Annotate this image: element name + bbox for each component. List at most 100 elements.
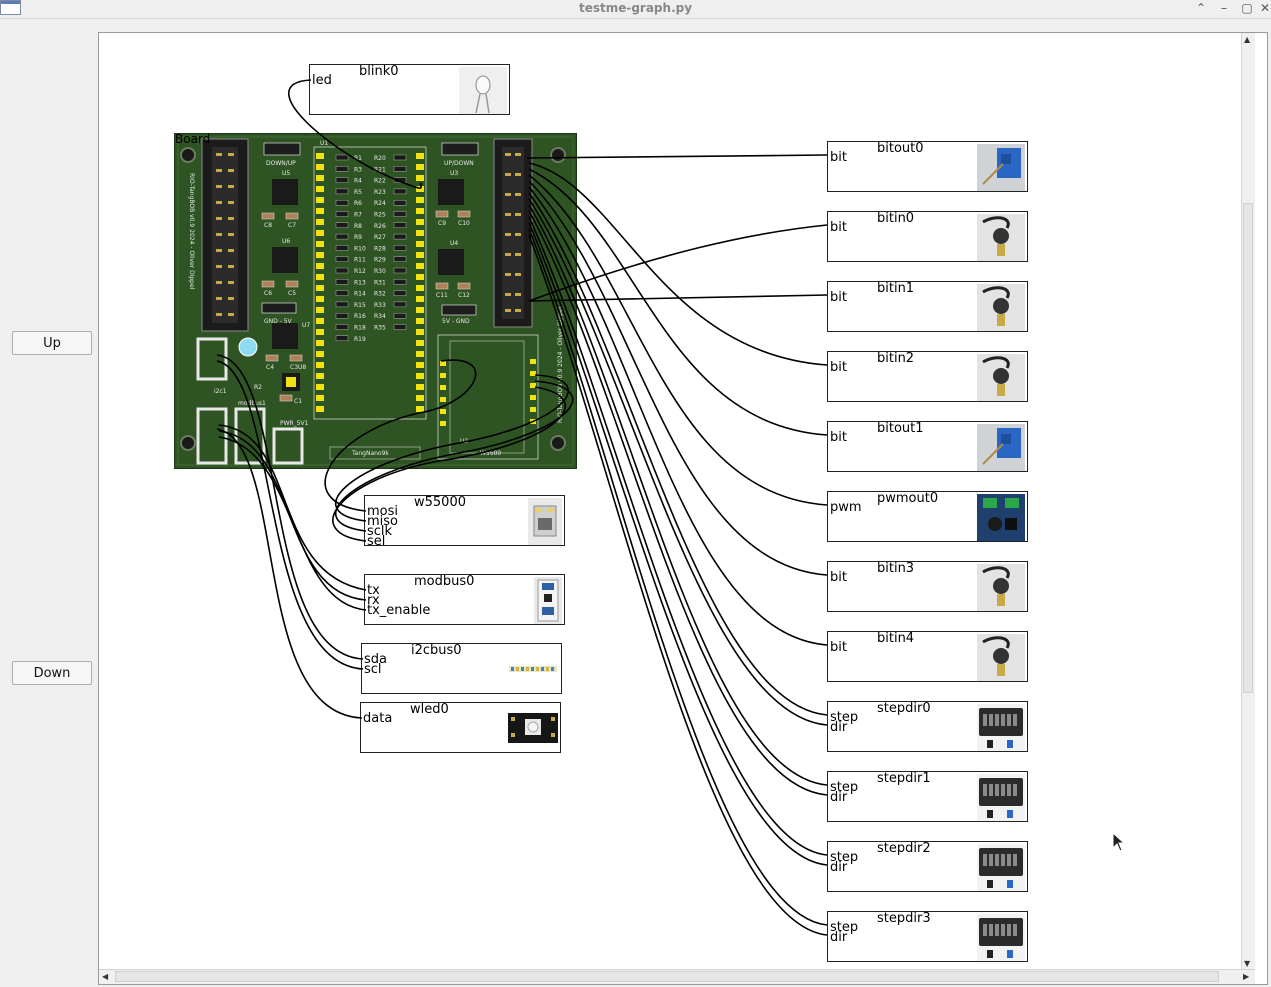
node-title: stepdir0 [877,701,931,716]
scroll-up-arrow-icon[interactable]: ▲ [1244,35,1251,44]
horizontal-scrollbar[interactable]: ◀ ▶ [99,969,1255,984]
horizontal-scroll-thumb[interactable] [115,971,1219,982]
port-scl[interactable]: scl [364,662,382,677]
silk-resistor: R10 [354,245,366,252]
silk-resistor: R12 [354,268,366,275]
port-bit[interactable]: bit [830,220,847,235]
maximize-icon[interactable]: ▢ [1241,1,1253,15]
port-dir[interactable]: dir [830,790,848,805]
silk-resistor: R1 [354,155,362,162]
port-dir[interactable]: dir [830,860,848,875]
node-title: bitin1 [877,281,915,296]
port-data[interactable]: data [363,711,393,726]
silk-resistor: R31 [374,279,386,286]
silk-u1: U1 [320,140,328,147]
mouse-cursor-icon [1112,832,1126,852]
silk-u4: U4 [450,240,458,247]
silk-i2c1: i2c1 [214,388,227,395]
node-title: bitout0 [877,141,924,156]
port-bit[interactable]: bit [830,150,847,165]
down-button[interactable]: Down [12,661,92,685]
sensor-icon [977,354,1025,401]
up-button[interactable]: Up [12,331,92,355]
rs485-module-icon [534,577,562,624]
node-bitin3[interactable]: bitin3 bit [827,561,1028,612]
port-tx-enable[interactable]: tx_enable [367,603,431,618]
port-step[interactable]: step [830,710,859,725]
port-bit[interactable]: bit [830,640,847,655]
port-led[interactable]: led [312,73,332,88]
silk-c11: C11 [436,292,448,299]
scroll-right-arrow-icon[interactable]: ▶ [1243,972,1250,981]
node-wled0[interactable]: wled0 data [360,702,561,753]
stepper-driver-icon [977,774,1025,821]
silk-c7: C7 [288,222,296,229]
silk-u2: U2 [460,438,468,445]
silk-resistor: R4 [354,178,362,185]
relay-icon [977,144,1025,191]
sensor-icon [977,564,1025,611]
node-title: bitin3 [877,561,915,576]
silk-resistor: R27 [374,234,386,241]
scroll-down-arrow-icon[interactable]: ▼ [1244,959,1251,968]
ethernet-jack-icon [528,498,562,545]
port-dir[interactable]: dir [830,720,848,735]
silk-resistor: R33 [374,302,386,309]
silk-c9: C9 [438,220,446,227]
port-step[interactable]: step [830,920,859,935]
silk-resistor: R24 [374,200,386,207]
port-bit[interactable]: bit [830,360,847,375]
node-w55000[interactable]: w55000 mosi miso sclk sel [364,495,565,549]
silk-resistor: R34 [374,313,386,320]
node-bitout0[interactable]: bitout0 bit [827,141,1028,192]
silk-tangnano: TangNano9k [351,450,389,457]
node-bitin1[interactable]: bitin1 bit [827,281,1028,332]
close-icon[interactable]: ✕ [1259,1,1271,15]
node-modbus0[interactable]: modbus0 tx rx tx_enable [364,574,565,625]
port-dir[interactable]: dir [830,930,848,945]
port-rx[interactable]: rx [367,593,380,608]
port-bit[interactable]: bit [830,290,847,305]
silk-resistor: R35 [374,325,386,332]
graph-canvas[interactable]: RIO-TangBOB v0.9 2024 - Oliver Dippel DO… [99,33,1255,971]
chevron-up-icon[interactable]: ⌃ [1195,1,1207,15]
silk-c6: C6 [264,290,272,297]
window-title: testme-graph.py [578,1,693,15]
silk-resistor: R32 [374,291,386,298]
port-step[interactable]: step [830,850,859,865]
silk-u7: U7 [302,322,310,329]
port-bit[interactable]: bit [830,570,847,585]
graph-view[interactable]: RIO-TangBOB v0.9 2024 - Oliver Dippel DO… [98,32,1268,985]
minimize-icon[interactable]: – [1221,1,1227,15]
port-sda[interactable]: sda [364,652,387,667]
node-title: stepdir1 [877,771,931,786]
title-bar: testme-graph.py ⌃ – ▢ ✕ [0,0,1271,19]
silk-pwr: PWR_5V1 [280,420,309,427]
scroll-left-arrow-icon[interactable]: ◀ [102,972,109,981]
silk-resistor: R21 [374,166,386,173]
silk-resistor: R6 [354,200,362,207]
sensor-icon [977,284,1025,331]
node-blink0[interactable]: blink0 led [309,64,510,115]
port-tx[interactable]: tx [367,583,380,598]
vertical-scrollbar[interactable]: ▲ ▼ [1241,33,1255,971]
port-bit[interactable]: bit [830,430,847,445]
board-image[interactable]: RIO-TangBOB v0.9 2024 - Oliver Dippel DO… [174,133,577,469]
silk-up-down: UP/DOWN [444,160,474,167]
silk-c10: C10 [458,220,470,227]
vertical-scroll-thumb[interactable] [1243,203,1253,693]
node-i2cbus0[interactable]: i2cbus0 sda scl [361,643,562,694]
port-pwm[interactable]: pwm [830,500,862,515]
port-step[interactable]: step [830,780,859,795]
silk-down-up: DOWN/UP [266,160,296,167]
port-sel[interactable]: sel [367,534,386,549]
